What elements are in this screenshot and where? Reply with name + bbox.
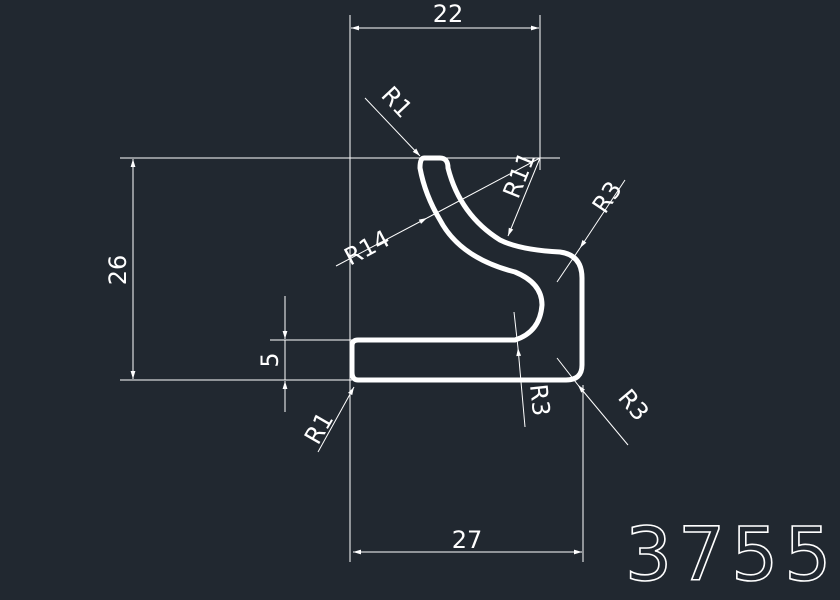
part-number: 3755: [625, 512, 837, 598]
radius-label-inner-arc: R11: [498, 148, 542, 202]
radius-label-inner-hook: R3: [524, 383, 555, 418]
radius-label-lower-left: R1: [299, 407, 339, 449]
dim-label-lip: 5: [256, 352, 284, 367]
radius-label-top-tip: R1: [376, 81, 418, 123]
radius-label-outer-arc: R14: [340, 224, 395, 271]
dim-label-top-width: 22: [433, 0, 464, 28]
dim-label-height: 26: [104, 255, 132, 286]
seal-profile-outline: [349, 155, 585, 383]
extension-lines: [120, 15, 584, 562]
dim-label-bottom-width: 27: [452, 526, 483, 554]
radius-label-upper-right: R3: [587, 176, 628, 218]
radius-label-lower-right: R3: [612, 384, 654, 426]
radius-leaders: [317, 97, 629, 453]
